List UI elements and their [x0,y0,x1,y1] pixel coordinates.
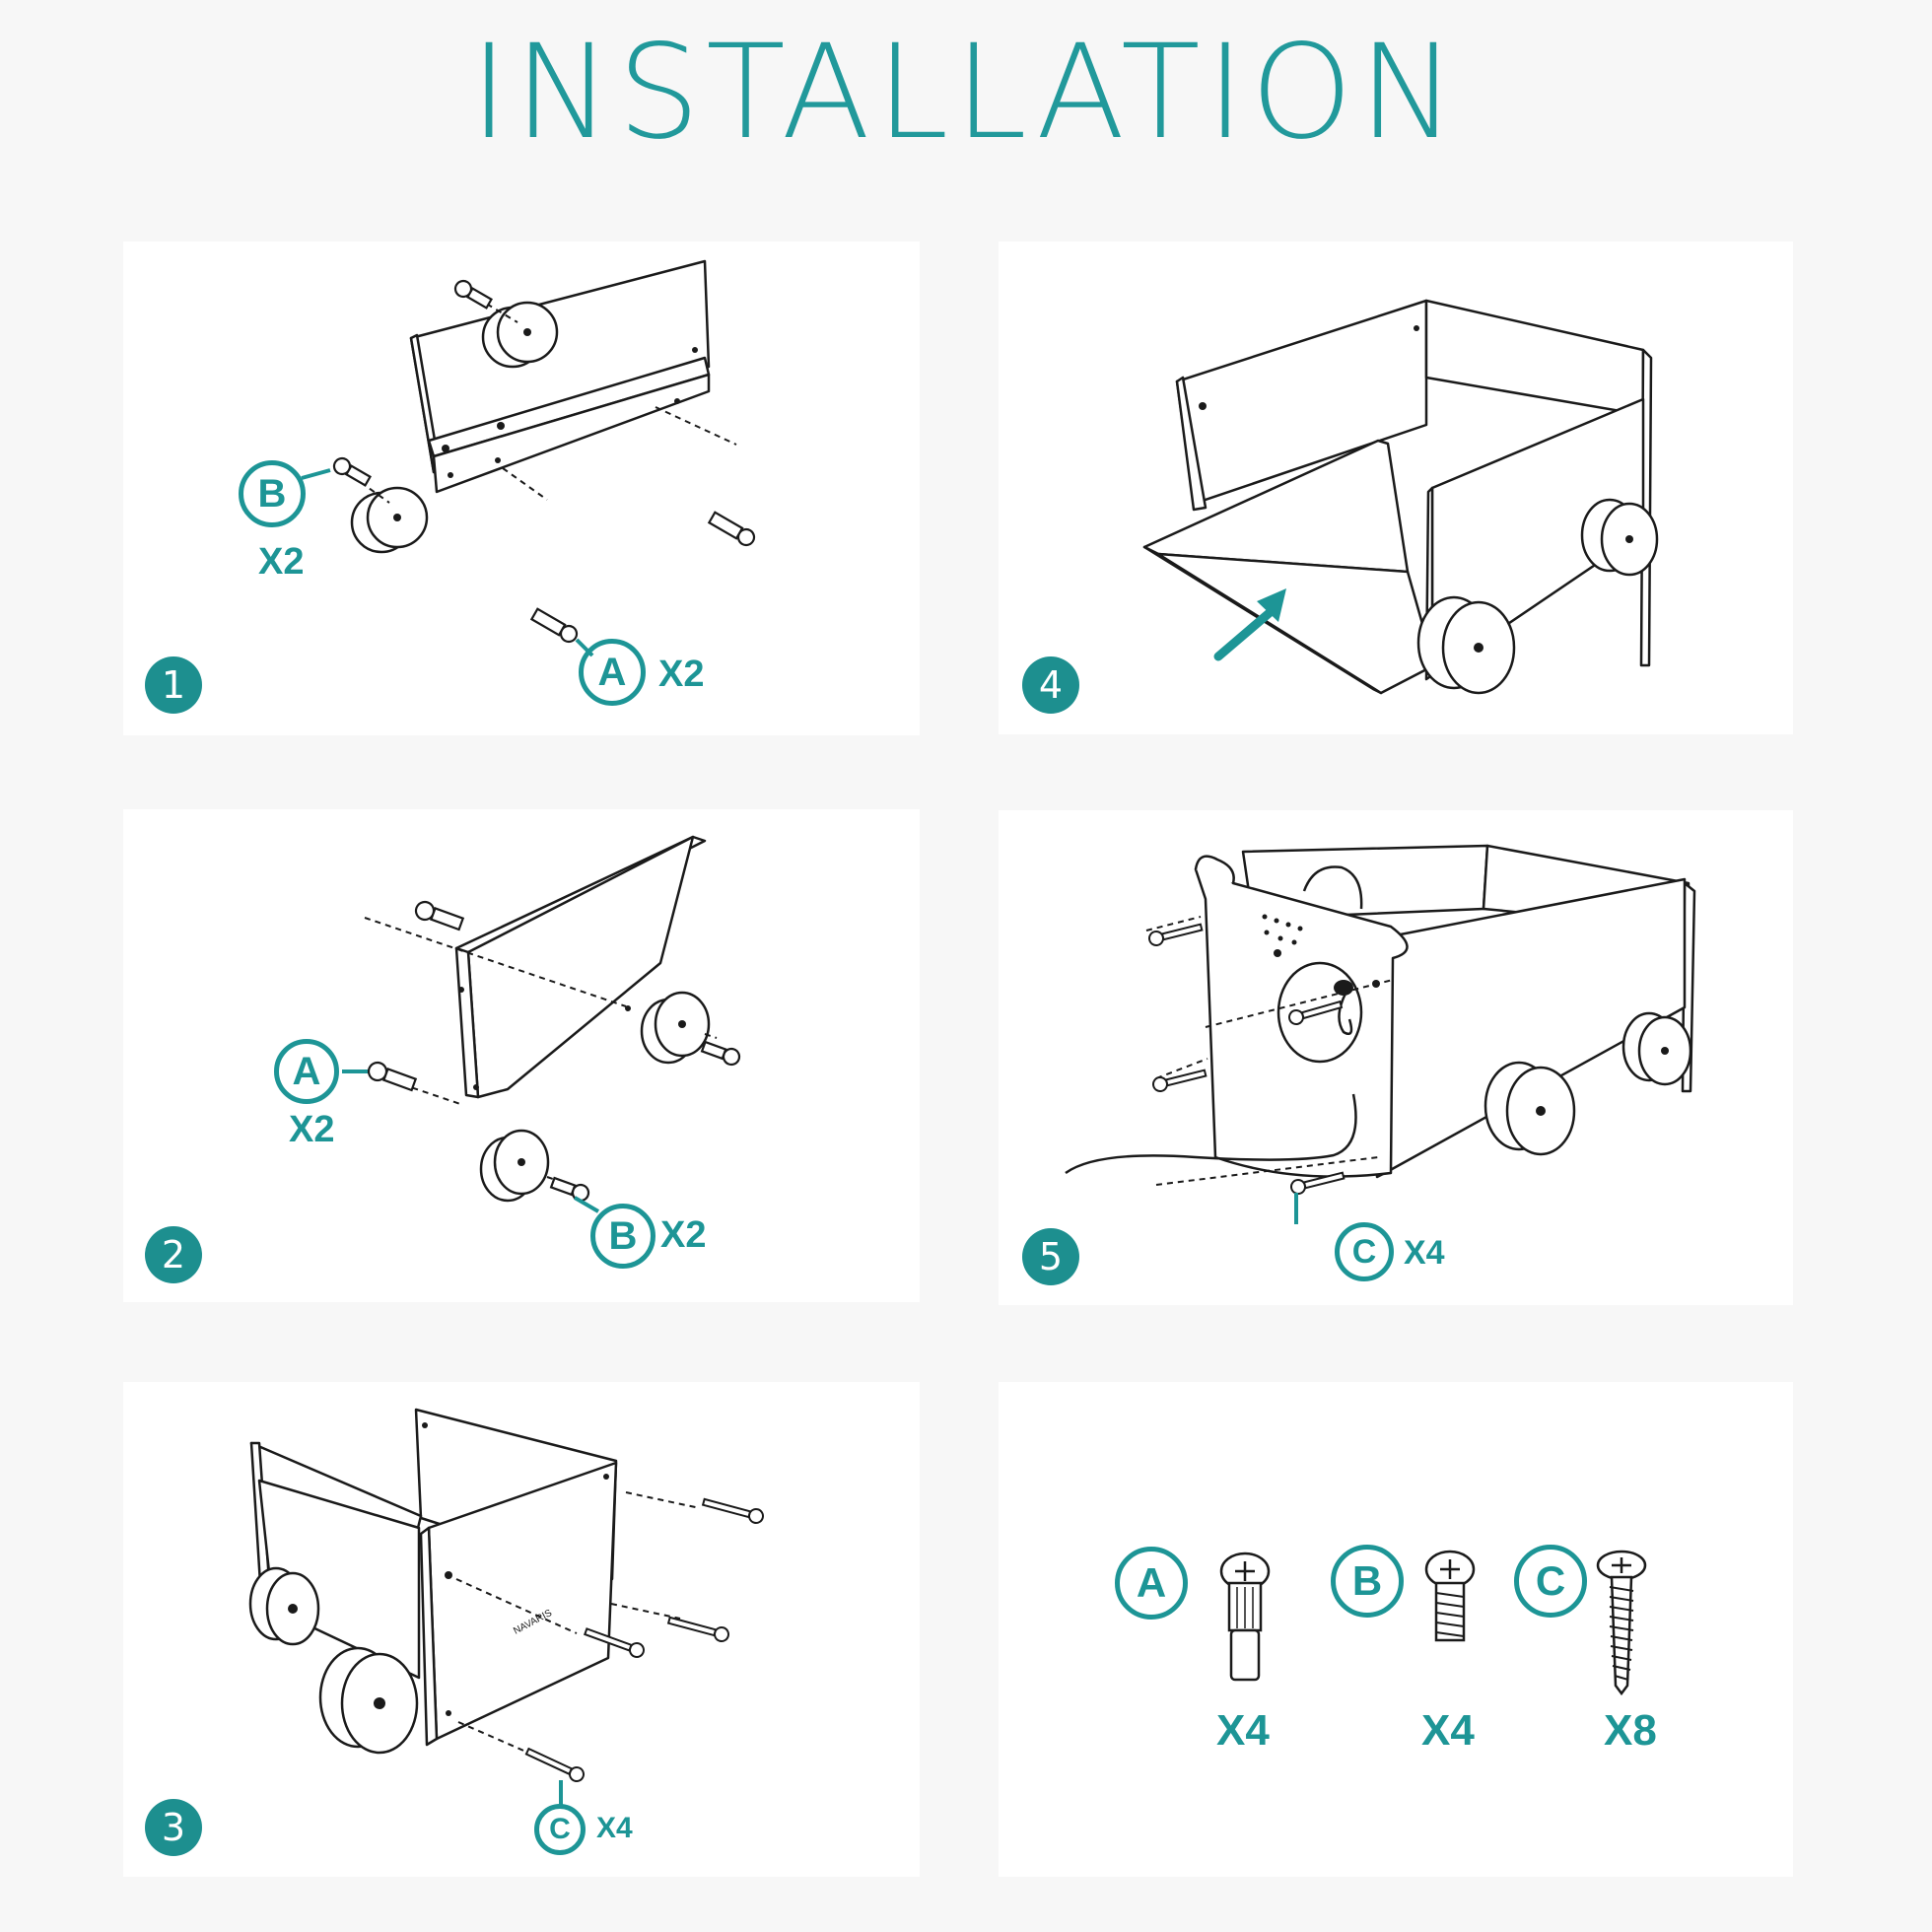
pin-screw-icon [1219,1552,1271,1682]
step-2-panel: A X2 B X2 2 [123,809,920,1302]
hardware-c-quantity: X8 [1604,1706,1657,1755]
part-c-badge: C [1335,1222,1394,1281]
hardware-b-quantity: X4 [1421,1706,1475,1755]
part-b-badge: B [590,1204,656,1269]
part-a-badge: A [274,1039,339,1104]
page-title: INSTALLATION [469,17,1463,169]
step-2-diagram [342,835,741,1213]
part-c-badge: C [534,1804,586,1855]
step-number: 5 [1022,1228,1079,1285]
part-b-quantity: X2 [660,1214,707,1256]
step-number: 4 [1022,656,1079,714]
part-a-badge: A [579,639,646,706]
step-5-diagram [1065,844,1696,1224]
hardware-a-badge: A [1115,1547,1188,1620]
long-screw-icon [1596,1550,1647,1695]
step-number: 2 [145,1226,202,1283]
hardware-c-badge: C [1514,1545,1587,1618]
step-number: 3 [145,1799,202,1856]
part-b-badge: B [239,460,306,527]
step-3-panel: NAVARIS C X4 3 [123,1382,920,1877]
part-c-quantity: X4 [596,1812,633,1844]
step-4-panel: 4 [999,242,1793,734]
part-c-quantity: X4 [1404,1234,1445,1272]
part-a-quantity: X2 [658,654,705,695]
step-1-panel: B X2 A X2 1 [123,242,920,735]
part-a-quantity: X2 [289,1109,335,1150]
step-3-diagram: NAVARIS [248,1408,764,1806]
step-5-panel: C X4 5 [999,810,1793,1305]
step-1-diagram [301,259,756,657]
hardware-a-quantity: X4 [1216,1706,1270,1755]
hardware-b-badge: B [1331,1545,1404,1618]
part-b-quantity: X2 [258,541,305,583]
short-screw-icon [1424,1550,1476,1642]
step-4-diagram [1142,299,1659,695]
step-number: 1 [145,656,202,714]
hardware-panel: A X4 B X4 C X8 [999,1382,1793,1877]
